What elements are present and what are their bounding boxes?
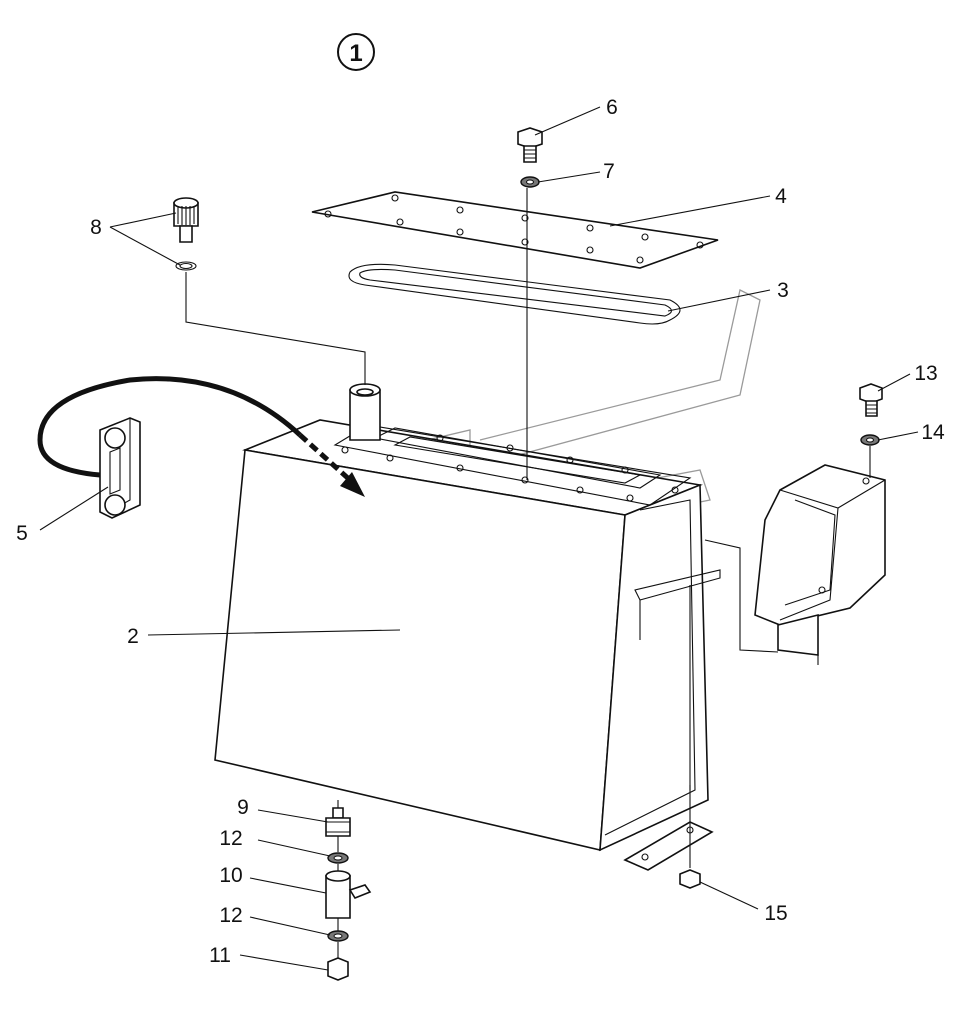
callout-4: 4	[775, 185, 787, 208]
drain-fitting-stack	[325, 800, 372, 981]
washer-side	[860, 434, 880, 446]
callout-9: 9	[237, 796, 249, 819]
assembly-number-badge: 1	[337, 33, 375, 71]
nut-bottom	[679, 785, 701, 889]
callout-11: 11	[209, 944, 231, 967]
gasket	[348, 263, 681, 325]
bolt-top	[517, 127, 543, 163]
callout-12-lower: 12	[219, 904, 242, 927]
callout-12-upper: 12	[219, 827, 242, 850]
leader-lines	[39, 106, 919, 971]
bolt-side	[859, 383, 883, 417]
callout-8: 8	[90, 216, 102, 239]
assembly-number: 1	[349, 40, 362, 67]
tank-body	[214, 383, 721, 871]
callout-7: 7	[603, 160, 615, 183]
callout-5: 5	[16, 522, 28, 545]
breather-cap	[173, 197, 199, 271]
callout-10: 10	[219, 864, 242, 887]
callout-15: 15	[764, 902, 787, 925]
sight-gauge	[37, 376, 365, 519]
callout-6: 6	[606, 96, 618, 119]
callout-13: 13	[914, 362, 937, 385]
cover-plate	[311, 191, 719, 269]
callout-2: 2	[127, 625, 139, 648]
callout-14: 14	[921, 421, 945, 444]
mount-bracket	[754, 464, 886, 656]
callout-labels: 2 3 4 5 6 7 8 9 10 11 12 12 13 14 15	[16, 96, 945, 967]
callout-3: 3	[777, 279, 789, 302]
washer-top	[520, 176, 540, 188]
